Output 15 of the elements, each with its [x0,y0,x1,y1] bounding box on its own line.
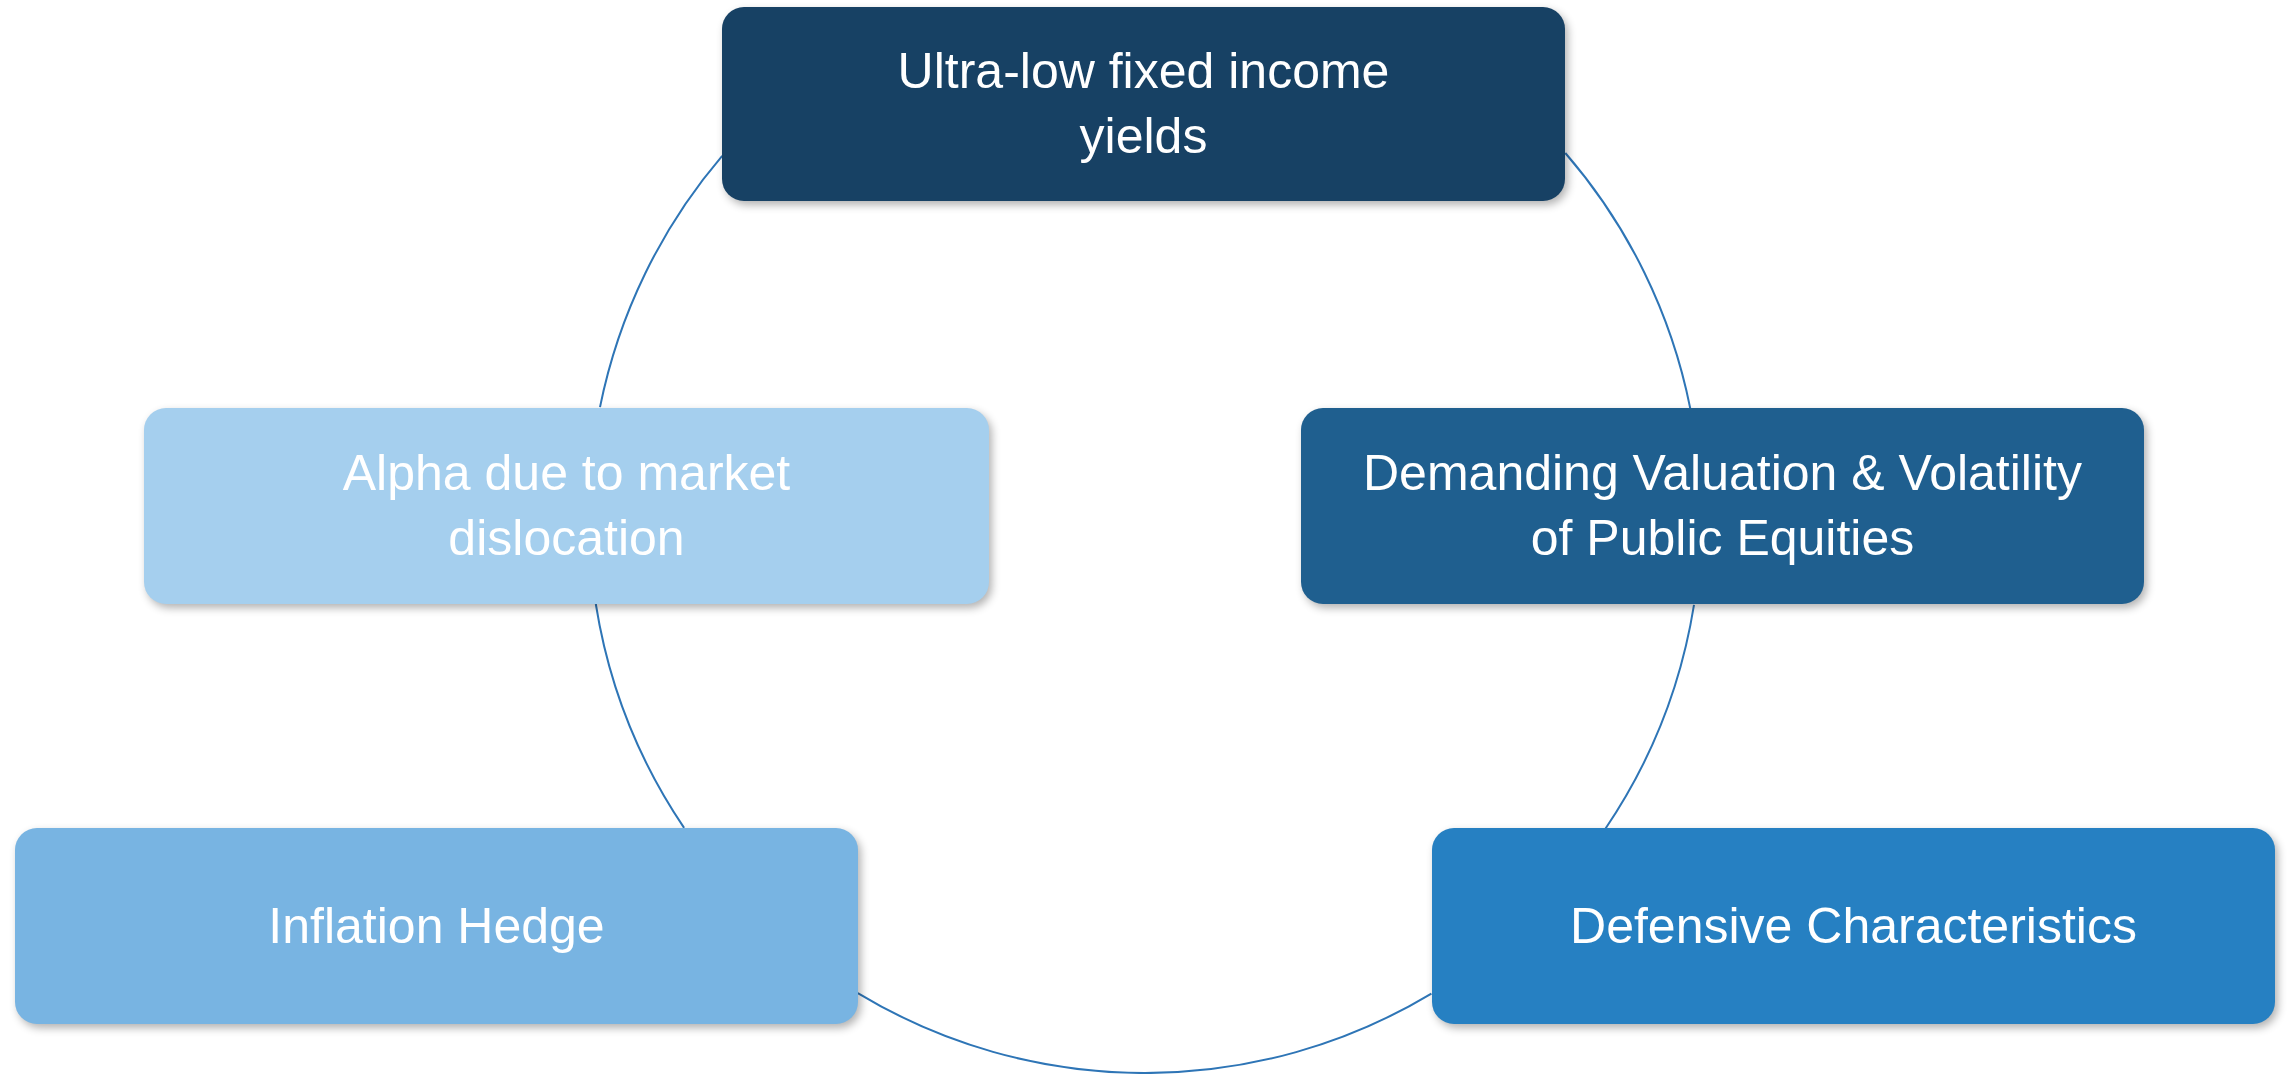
topic-box [1301,408,2144,604]
topic-label: Alpha due to market dislocation [341,444,792,568]
topic-label: Demanding Valuation & Volatility of Public Equities [1362,444,2083,568]
connector-arc [594,603,686,829]
connector-arc [599,154,724,409]
connector-arc [1604,603,1695,830]
topic-box [722,7,1565,201]
connector-arc [856,992,1433,1074]
topic-label: Inflation Hedge [268,896,605,956]
topic-label: Defensive Characteristics [1570,896,2137,956]
topic-box [144,408,989,604]
topic-box [1432,828,2275,1024]
topic-label: Ultra-low fixed income yields [896,42,1391,166]
topic-box [15,828,858,1024]
connector-arc [1564,152,1692,410]
